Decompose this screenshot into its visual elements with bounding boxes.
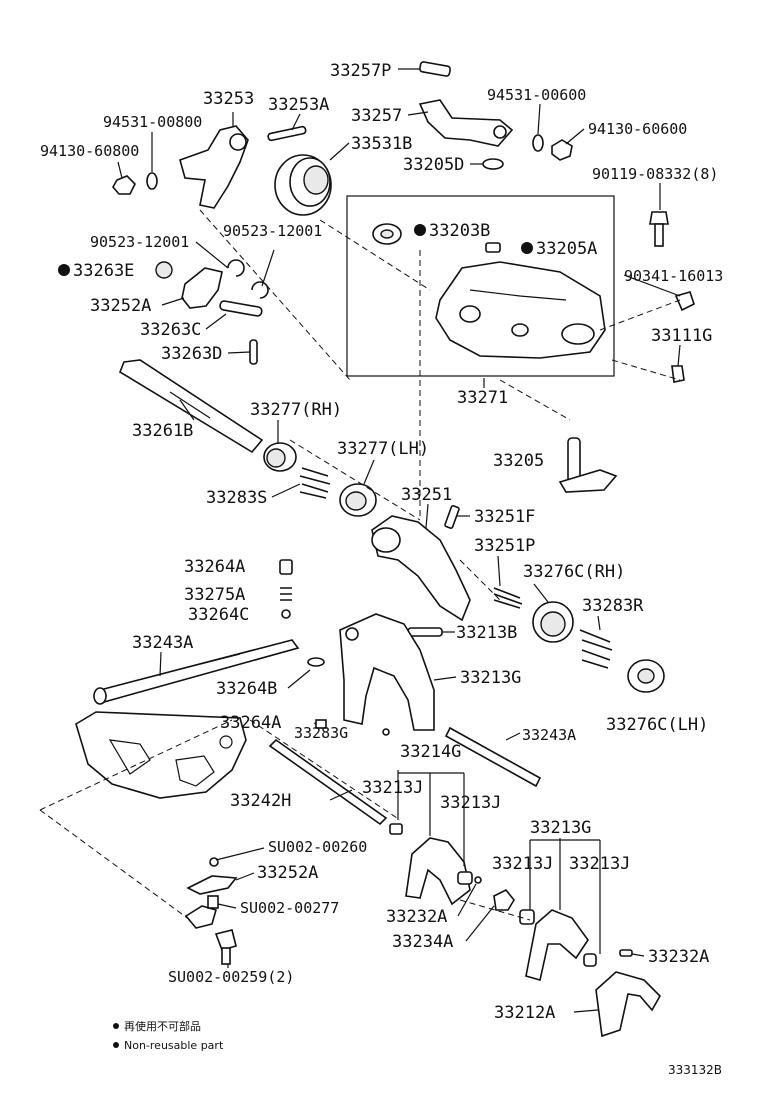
part-33213g-fork [339,613,435,731]
label-SU002-00277: SU002-00277 [240,899,339,917]
figure-reference: 333132B [668,1063,722,1077]
label-33283G: 33283G [294,724,348,742]
label-33253: 33253 [203,89,254,109]
legend: 再使用不可部品 Non-reusable part [113,1019,224,1052]
part-33531b-boot [274,154,332,216]
label-33264B: 33264B [216,679,277,699]
label-33276C-RH: 33276C(RH) [523,562,625,582]
label-33271: 33271 [457,388,508,408]
label-33283R: 33283R [582,596,644,616]
part-su002-hardware [184,857,238,965]
label-33205: 33205 [493,451,544,471]
label-33251F: 33251F [474,507,535,527]
label-90523-12001-b: 90523-12001 [223,222,322,240]
label-SU002-00260: SU002-00260 [268,838,367,856]
label-33283S: 33283S [206,488,267,508]
part-33243a-rail-right [444,726,542,788]
part-33253a-pin [267,125,307,142]
legend-line-ja: 再使用不可部品 [124,1019,201,1033]
part-33251 [371,505,471,622]
part-33257-lever [418,99,514,147]
legend-dot-1 [113,1023,119,1029]
part-33253-bracket [179,125,249,209]
label-33213J-d: 33213J [569,854,630,874]
part-33205 [558,437,618,493]
label-33213G-mid: 33213G [460,668,521,688]
label-33242H: 33242H [230,791,291,811]
part-33271-housing-box [346,195,615,377]
label-90341-16013: 90341-16013 [624,267,723,285]
part-washers-small [112,134,573,195]
part-33213b-bolt [407,627,443,637]
label-33264A-top: 33264A [184,557,245,577]
label-33212A: 33212A [494,1003,555,1023]
part-33261b-shaft [119,359,264,454]
label-33263E: 33263E [73,261,134,281]
label-33203B: 33203B [429,221,490,241]
non-reusable-mark-33205A [521,242,533,254]
dashed-assembly-lines [39,209,681,921]
label-33232A-left: 33232A [386,907,447,927]
part-33277-bushings [263,442,377,517]
label-33214G: 33214G [400,742,461,762]
part-labels: 33257P 33253 33253A 33257 94531-00600 94… [40,61,723,1023]
label-33111G: 33111G [651,326,712,346]
part-33214g-fork [389,823,473,906]
label-33257: 33257 [351,106,402,126]
part-bolts-right [649,211,695,383]
non-reusable-mark-33203B [414,224,426,236]
label-33261B: 33261B [132,421,193,441]
label-33251P: 33251P [474,536,535,556]
label-33275A: 33275A [184,585,245,605]
part-33212a-cluster [474,876,661,1038]
legend-dot-2 [113,1042,119,1048]
label-33213J-b: 33213J [440,793,501,813]
label-33253A: 33253A [268,95,329,115]
label-33277LH: 33277(LH) [337,439,429,459]
leader-lines [117,68,681,1013]
label-33531B: 33531B [351,134,412,154]
part-33257p-pin [419,61,451,77]
label-33252A-low: 33252A [257,863,318,883]
label-33205A: 33205A [536,239,597,259]
label-33263C: 33263C [140,320,201,340]
label-33205D: 33205D [403,155,464,175]
label-33232A-right: 33232A [648,947,709,967]
part-detent-bits [279,559,293,619]
label-33264C: 33264C [188,605,249,625]
label-90523-12001-a: 90523-12001 [90,233,189,251]
label-33213J-a: 33213J [362,778,423,798]
label-94531-00800: 94531-00800 [103,113,202,131]
label-33251: 33251 [401,485,452,505]
label-33264A-low: 33264A [220,713,281,733]
label-90119-08332: 90119-08332(8) [592,165,718,183]
label-33277RH: 33277(RH) [250,400,342,420]
label-33243A-right: 33243A [522,726,576,744]
label-SU002-00259: SU002-00259(2) [168,968,294,986]
non-reusable-mark-33263E [58,264,70,276]
label-94130-60800: 94130-60800 [40,142,139,160]
label-33213J-c: 33213J [492,854,553,874]
part-33242h-rod [268,738,388,826]
label-33243A-left: 33243A [132,633,193,653]
label-33234A: 33234A [392,932,453,952]
label-33276C-LH: 33276C(LH) [606,715,708,735]
label-33257P: 33257P [330,61,391,81]
label-33252A-top: 33252A [90,296,151,316]
label-33213G-low: 33213G [530,818,591,838]
legend-line-en: Non-reusable part [124,1039,224,1052]
label-94130-60600: 94130-60600 [588,120,687,138]
label-33213B: 33213B [456,623,517,643]
part-right-stack [493,587,665,693]
part-selector-bits [155,259,269,365]
part-33243a-rail-left [93,639,325,705]
label-33263D: 33263D [161,344,222,364]
label-94531-00600: 94531-00600 [487,86,586,104]
